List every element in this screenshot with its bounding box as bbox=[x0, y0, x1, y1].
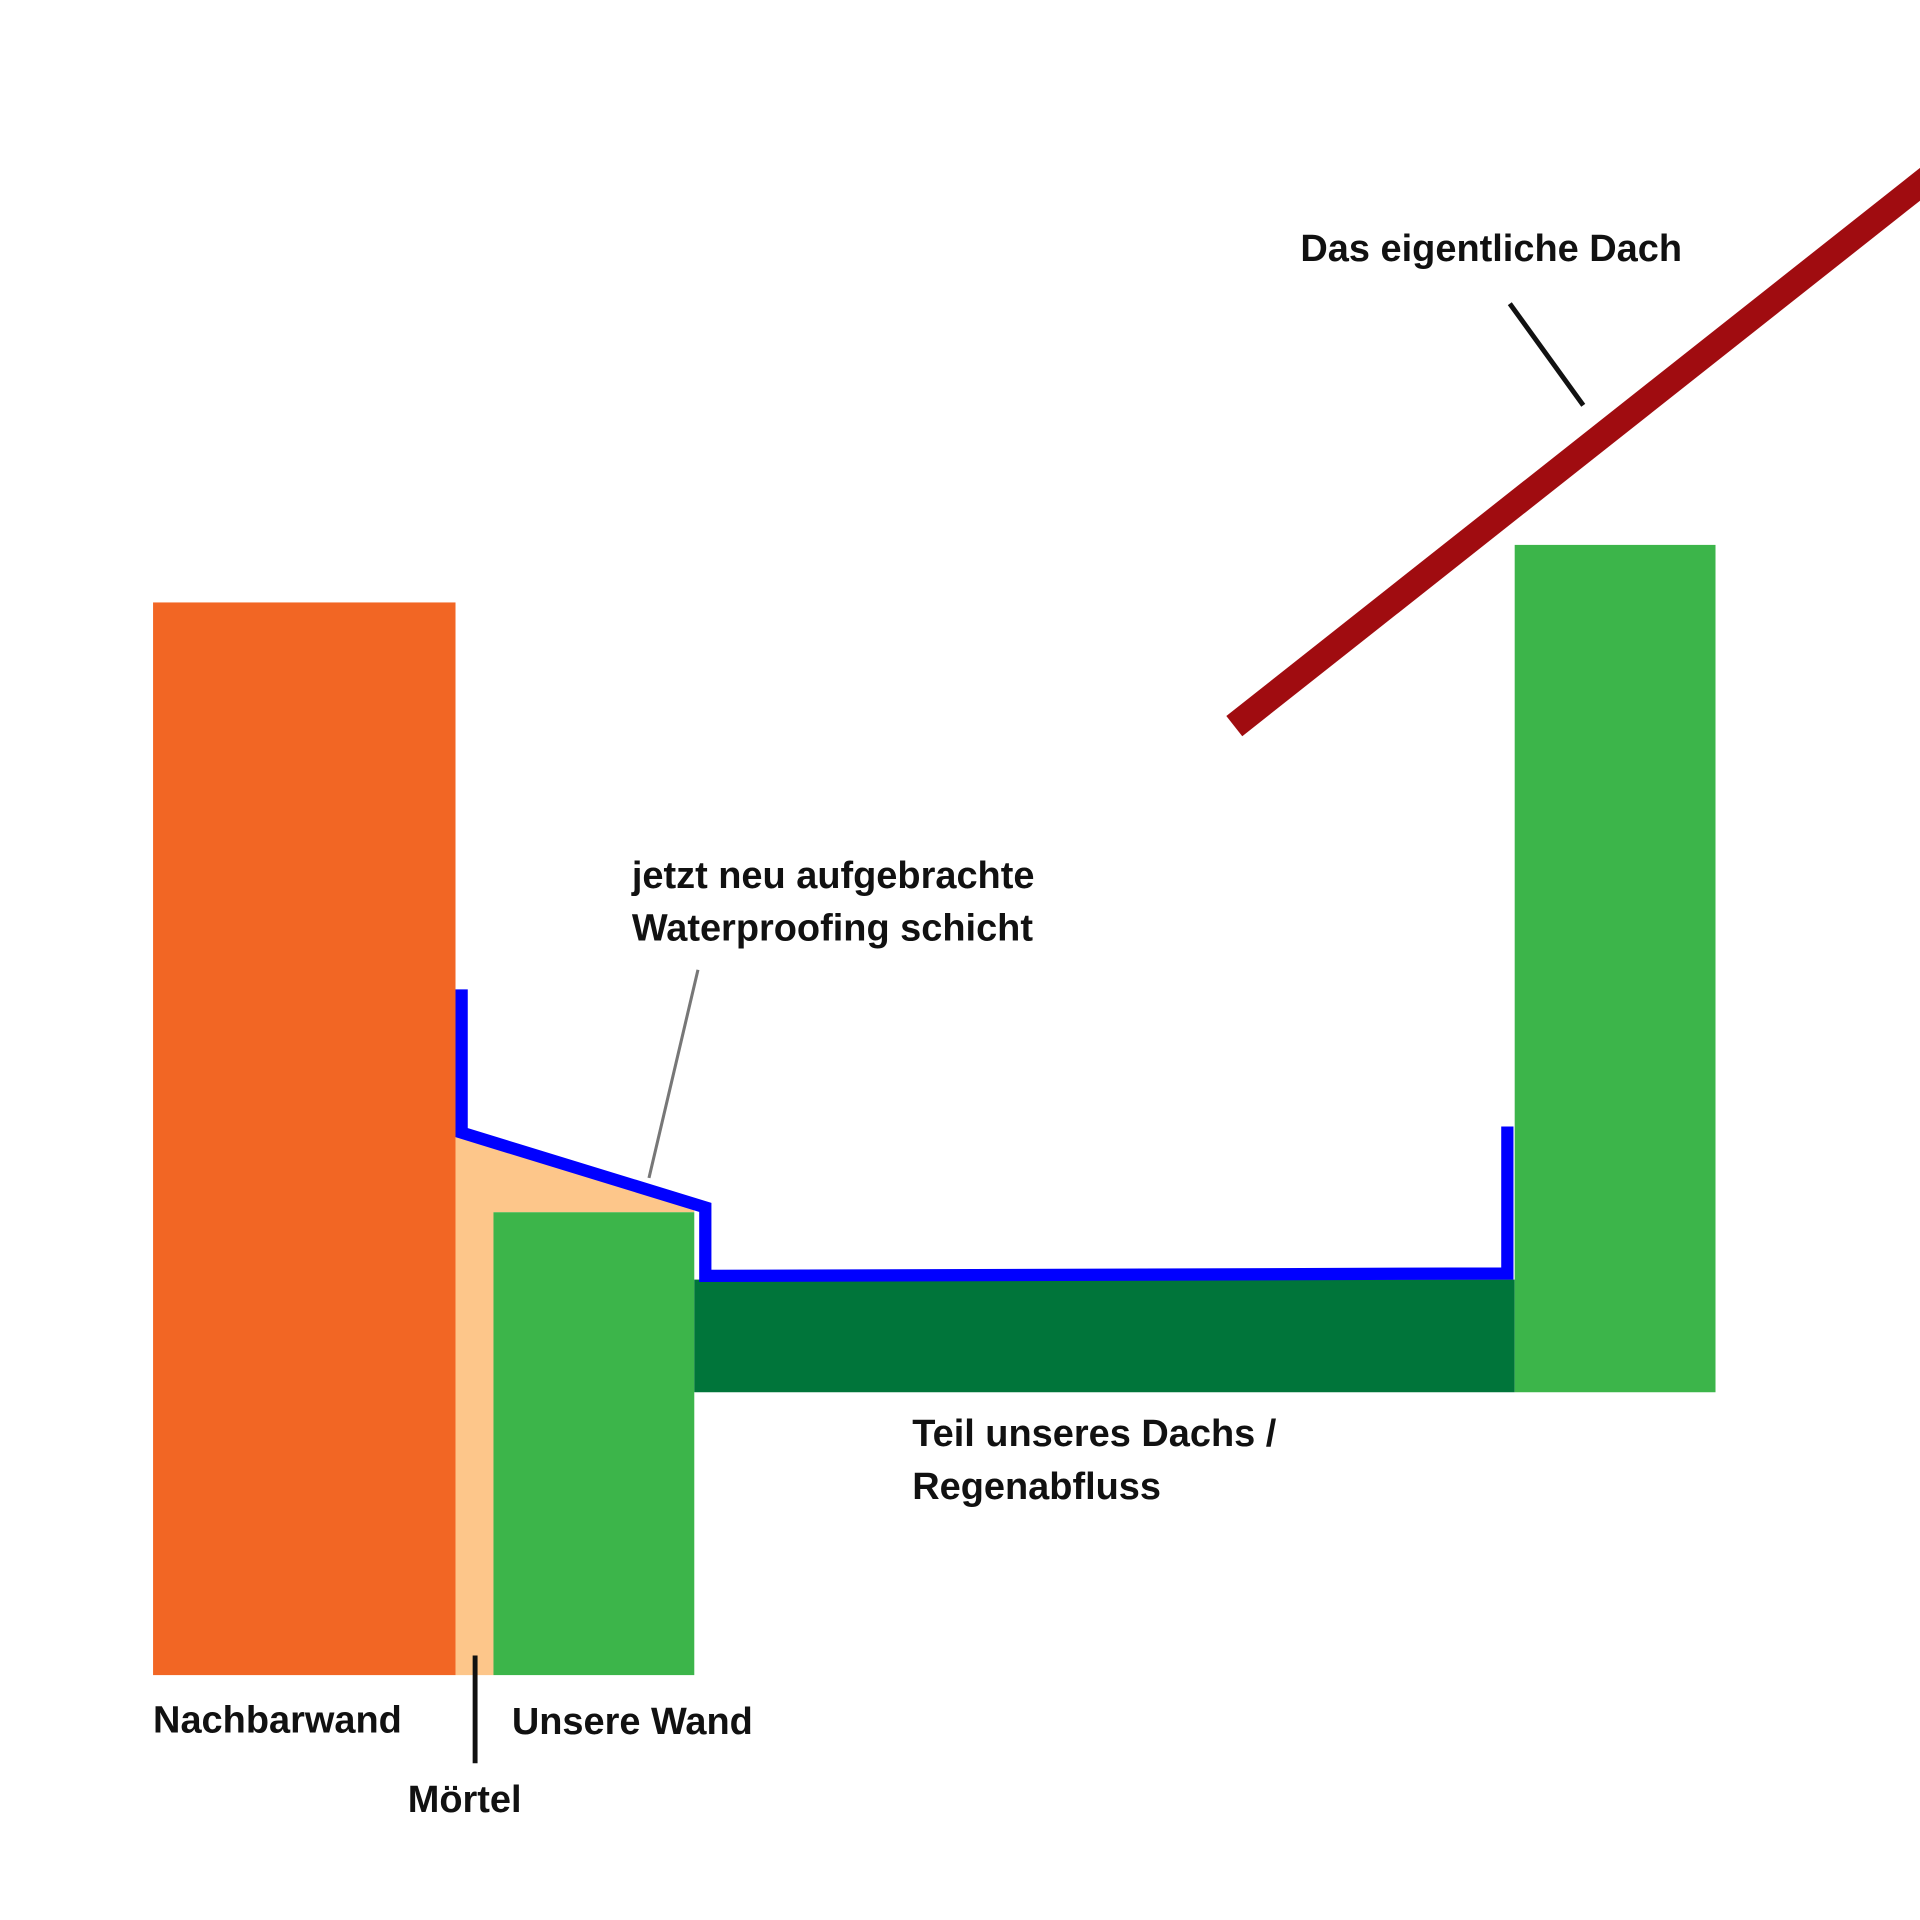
our-wall-label: Unsere Wand bbox=[512, 1701, 753, 1743]
drain-label-line2: Regenabfluss bbox=[912, 1466, 1161, 1508]
mortar-label: Mörtel bbox=[408, 1779, 522, 1821]
mortar bbox=[455, 1136, 695, 1676]
right-wall bbox=[1514, 544, 1716, 1393]
waterproofing-label-line1: jetzt neu aufgebrachte bbox=[631, 855, 1035, 897]
roof-label: Das eigentliche Dach bbox=[1300, 228, 1682, 270]
drain-label-line1: Teil unseres Dachs / bbox=[912, 1413, 1277, 1455]
waterproofing-label-line2: Waterproofing schicht bbox=[632, 907, 1034, 949]
roof-leader-line bbox=[1507, 302, 1586, 407]
neighbor-wall bbox=[153, 602, 456, 1676]
roof-drain bbox=[694, 1279, 1515, 1393]
neighbor-wall-label: Nachbarwand bbox=[153, 1700, 402, 1742]
waterproofing-leader-line bbox=[647, 969, 700, 1179]
waterproofing-layer bbox=[455, 989, 1514, 1283]
roof-beam bbox=[1226, 167, 1920, 737]
our-wall bbox=[493, 1212, 695, 1676]
